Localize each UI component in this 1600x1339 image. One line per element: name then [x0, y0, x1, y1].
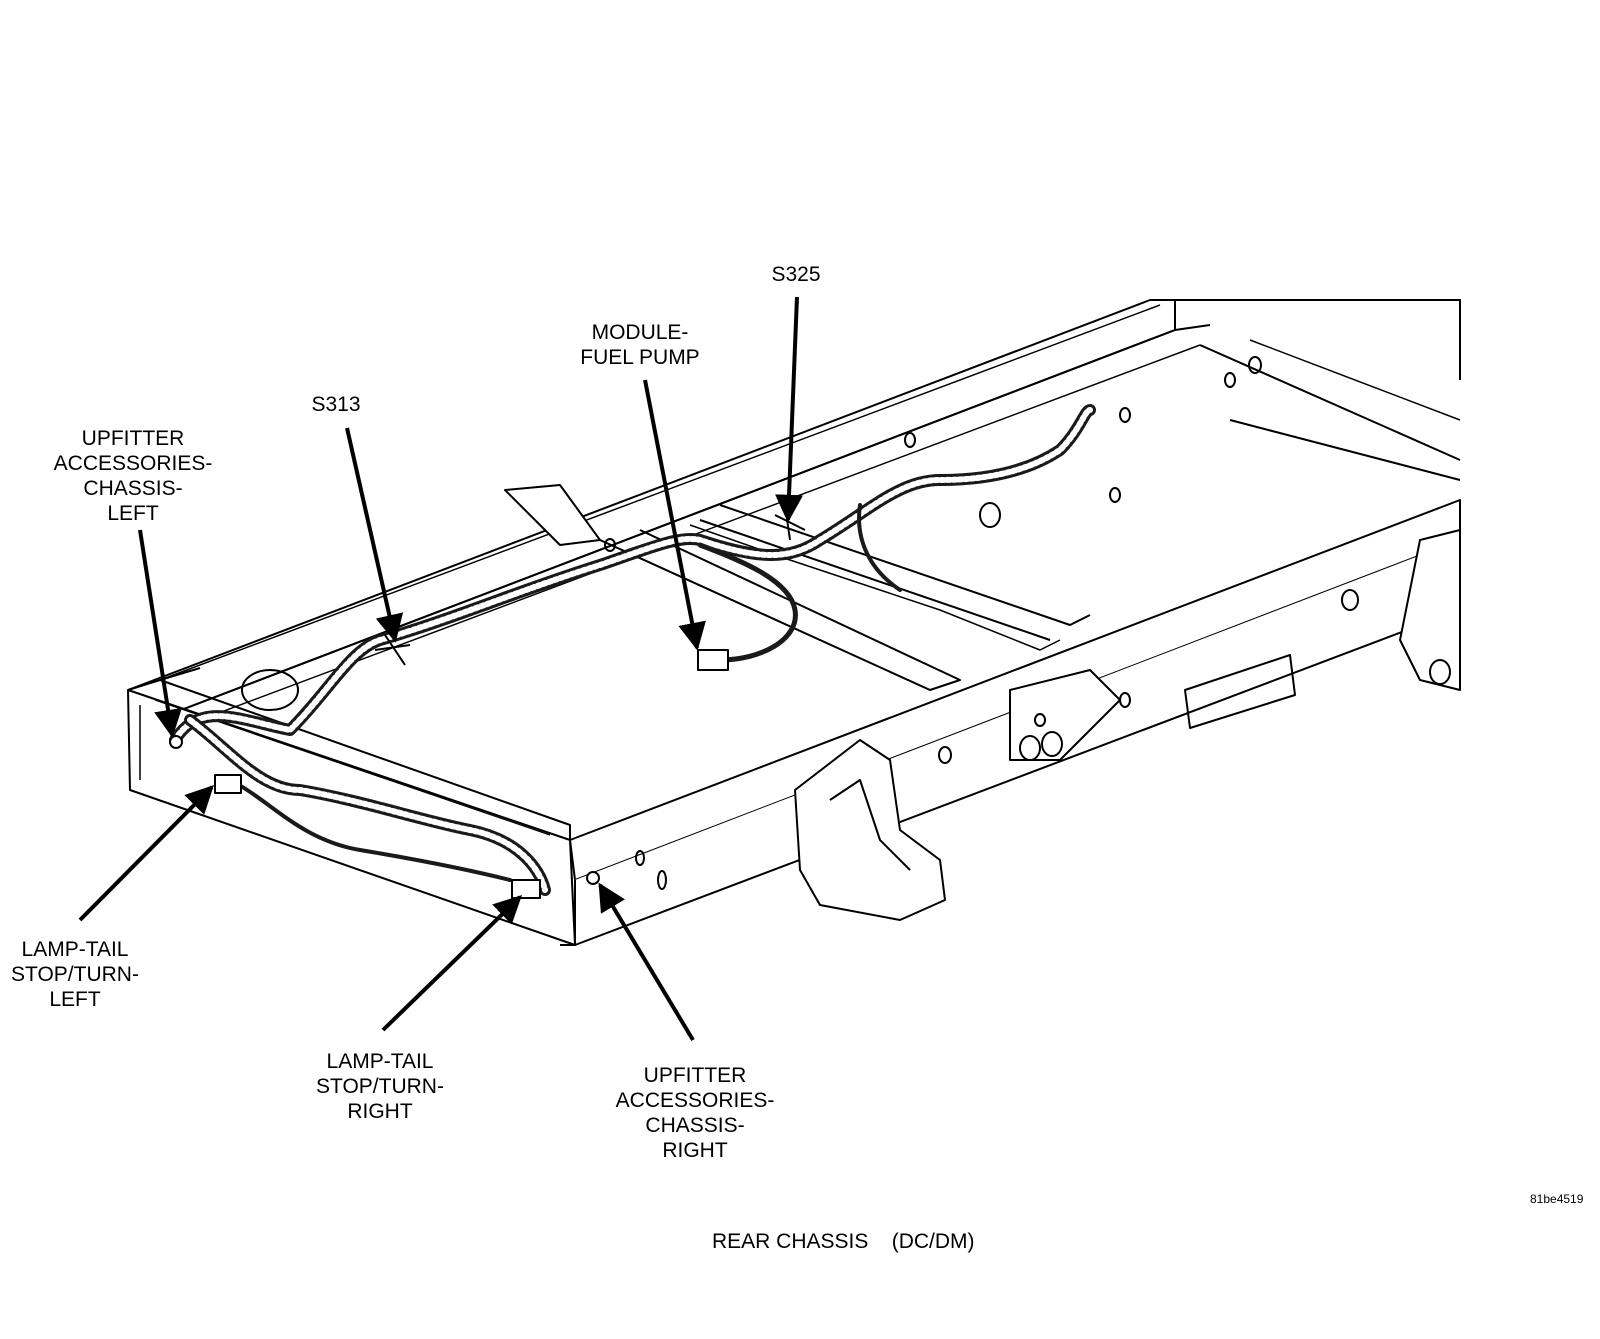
upfitter-right-line-1: UPFITTER [643, 1064, 747, 1087]
rear-crossmember [127, 689, 576, 946]
lamp-tail-right-line-3: RIGHT [347, 1100, 413, 1123]
label-upfitter-left: UPFITTER ACCESSORIES- CHASSIS- LEFT [38, 426, 228, 526]
lamp-tail-left-line-2: STOP/TURN- [11, 963, 139, 986]
spring-hanger [794, 739, 946, 921]
fuel-pump-connector [697, 649, 729, 671]
module-fuel-pump-line-1: MODULE- [591, 321, 689, 344]
label-lamp-tail-right: LAMP-TAIL STOP/TURN- RIGHT [305, 1049, 455, 1124]
figure-code: 81be4519 [1530, 1192, 1584, 1206]
tail-lamp-left-connector [214, 774, 242, 794]
figure-caption: REAR CHASSIS (DC/DM) [712, 1230, 975, 1253]
upfitter-right-connector [586, 871, 600, 885]
lamp-tail-right-line-1: LAMP-TAIL [326, 1050, 434, 1073]
module-fuel-pump-leader [643, 379, 706, 651]
upfitter-right-line-2: ACCESSORIES- [615, 1089, 775, 1112]
label-upfitter-right: UPFITTER ACCESSORIES- CHASSIS- RIGHT [600, 1063, 790, 1163]
mid-crossmember [599, 529, 961, 691]
label-module-fuel-pump: MODULE- FUEL PUMP [560, 320, 720, 370]
upfitter-right-line-4: RIGHT [662, 1139, 728, 1162]
upfitter-left-line-1: UPFITTER [81, 427, 185, 450]
label-s313: S313 [300, 392, 372, 417]
lamp-tail-right-line-2: STOP/TURN- [316, 1075, 444, 1098]
lamp-tail-left-line-1: LAMP-TAIL [21, 938, 129, 961]
leader-arrows [78, 296, 804, 1042]
upfitter-left-line-4: LEFT [107, 502, 159, 525]
upfitter-left-connector [169, 735, 183, 749]
s325-text: S325 [771, 263, 821, 286]
s313-leader [345, 427, 404, 643]
module-fuel-pump-line-2: FUEL PUMP [580, 346, 700, 369]
upfitter-left-line-3: CHASSIS- [83, 477, 183, 500]
lamp-tail-right-leader [381, 895, 523, 1032]
s325-branch [857, 503, 902, 592]
upfitter-right-leader [598, 882, 695, 1042]
fuel-pump-lead [697, 542, 798, 663]
lamp-tail-left-line-3: LEFT [49, 988, 101, 1011]
upfitter-right-line-3: CHASSIS- [645, 1114, 745, 1137]
s325-leader [775, 296, 804, 523]
tail-lamp-right-connector [511, 879, 541, 899]
upfitter-left-line-2: ACCESSORIES- [53, 452, 213, 475]
lamp-tail-left-leader [78, 785, 214, 922]
s313-text: S313 [311, 393, 361, 416]
label-lamp-tail-left: LAMP-TAIL STOP/TURN- LEFT [0, 937, 150, 1012]
upfitter-left-leader [138, 529, 182, 738]
label-s325: S325 [760, 262, 832, 287]
main-harness-outer [169, 404, 1096, 746]
wiring-harness [169, 404, 1096, 899]
